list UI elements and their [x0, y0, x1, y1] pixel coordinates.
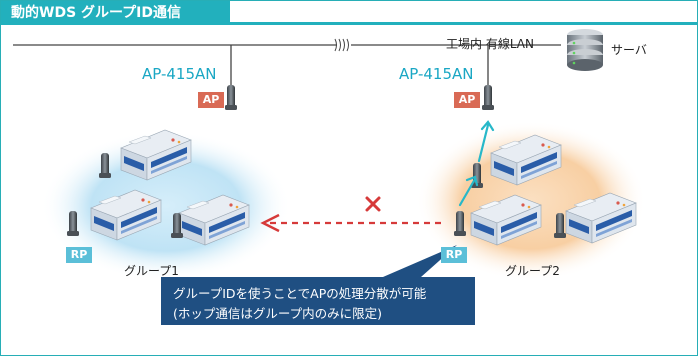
ap2-badge: AP — [454, 92, 480, 108]
ap1-antenna-icon — [225, 85, 237, 110]
group1-label: グループ1 — [124, 264, 179, 278]
ap1-model-label: AP-415AN — [142, 65, 217, 83]
blocked-link — [260, 213, 441, 233]
ap2-model-label: AP-415AN — [399, 65, 474, 83]
rp1-badge: RP — [66, 247, 92, 263]
hop-arrow-icon — [458, 120, 495, 207]
group2-label: グループ2 — [505, 264, 560, 278]
wired-lan-line — [13, 38, 561, 52]
diagram-title: 動的WDS グループID通信 — [1, 1, 230, 25]
lan-label: 工場内 有線LAN — [446, 37, 534, 51]
ap2-antenna-icon — [482, 85, 494, 110]
ap1-badge: AP — [198, 92, 224, 108]
x-mark-icon — [365, 196, 381, 212]
callout-line-2: (ホップ通信はグループ内のみに限定) — [173, 306, 383, 321]
callout-line-1: グループIDを使うことでAPの処理分散が可能 — [173, 286, 427, 301]
rp2-badge: RP — [441, 247, 467, 263]
callout-text: グループIDを使うことでAPの処理分散が可能 (ホップ通信はグループ内のみに限定… — [173, 284, 473, 324]
callout-bubble — [161, 245, 475, 325]
database-server-icon — [567, 29, 603, 71]
title-underline — [1, 22, 697, 25]
server-label: サーバ — [611, 43, 647, 57]
